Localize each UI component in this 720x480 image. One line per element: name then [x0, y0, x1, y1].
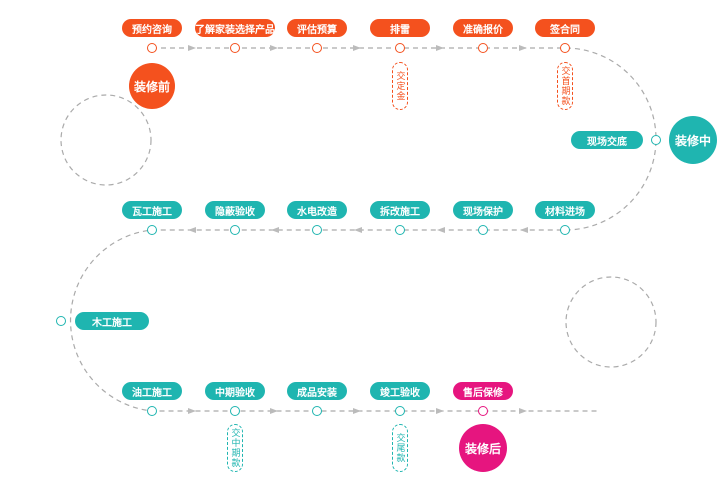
- step-consultation: 预约咨询: [122, 19, 182, 37]
- step-node: [147, 43, 157, 53]
- step-risk-check: 排雷: [370, 19, 430, 37]
- step-node: [651, 135, 661, 145]
- step-node: [312, 43, 322, 53]
- step-node: [395, 406, 405, 416]
- decor-circle-right: [565, 276, 657, 368]
- decor-circle-left: [60, 94, 152, 186]
- step-product-installation: 成品安装: [287, 382, 347, 400]
- step-node: [230, 406, 240, 416]
- step-node: [312, 406, 322, 416]
- step-tiling: 瓦工施工: [122, 201, 182, 219]
- step-site-briefing: 现场交底: [571, 131, 643, 149]
- stage-after: 装修后: [459, 424, 507, 472]
- step-sign-contract: 签合同: [535, 19, 595, 37]
- payment-final-installment: 交尾款: [392, 424, 408, 472]
- step-node: [312, 225, 322, 235]
- step-mid-inspection: 中期验收: [205, 382, 265, 400]
- step-node: [147, 406, 157, 416]
- step-product-selection: 了解家装选择产品: [195, 19, 275, 37]
- step-plumbing-electric: 水电改造: [287, 201, 347, 219]
- flow-arrows: [188, 45, 528, 414]
- stage-during: 装修中: [669, 116, 717, 164]
- step-node: [230, 43, 240, 53]
- payment-deposit: 交定金: [392, 62, 408, 110]
- step-carpentry: 木工施工: [75, 312, 149, 330]
- step-node: [478, 406, 488, 416]
- step-node: [147, 225, 157, 235]
- step-node: [478, 43, 488, 53]
- step-node: [56, 316, 66, 326]
- flow-path: [69, 47, 657, 412]
- step-node: [395, 225, 405, 235]
- payment-mid-installment: 交中期款: [227, 424, 243, 472]
- step-site-protection: 现场保护: [453, 201, 513, 219]
- stage-before: 装修前: [129, 63, 175, 109]
- step-after-sales-warranty: 售后保修: [453, 382, 513, 400]
- step-budget-evaluation: 评估预算: [287, 19, 347, 37]
- step-material-delivery: 材料进场: [535, 201, 595, 219]
- step-node: [560, 225, 570, 235]
- step-demolition: 拆改施工: [370, 201, 430, 219]
- payment-first-installment: 交首期款: [557, 62, 573, 110]
- step-node: [395, 43, 405, 53]
- step-concealed-inspection: 隐蔽验收: [205, 201, 265, 219]
- step-node: [230, 225, 240, 235]
- step-node: [560, 43, 570, 53]
- step-node: [478, 225, 488, 235]
- step-completion-inspection: 竣工验收: [370, 382, 430, 400]
- step-painting: 油工施工: [122, 382, 182, 400]
- step-quotation: 准确报价: [453, 19, 513, 37]
